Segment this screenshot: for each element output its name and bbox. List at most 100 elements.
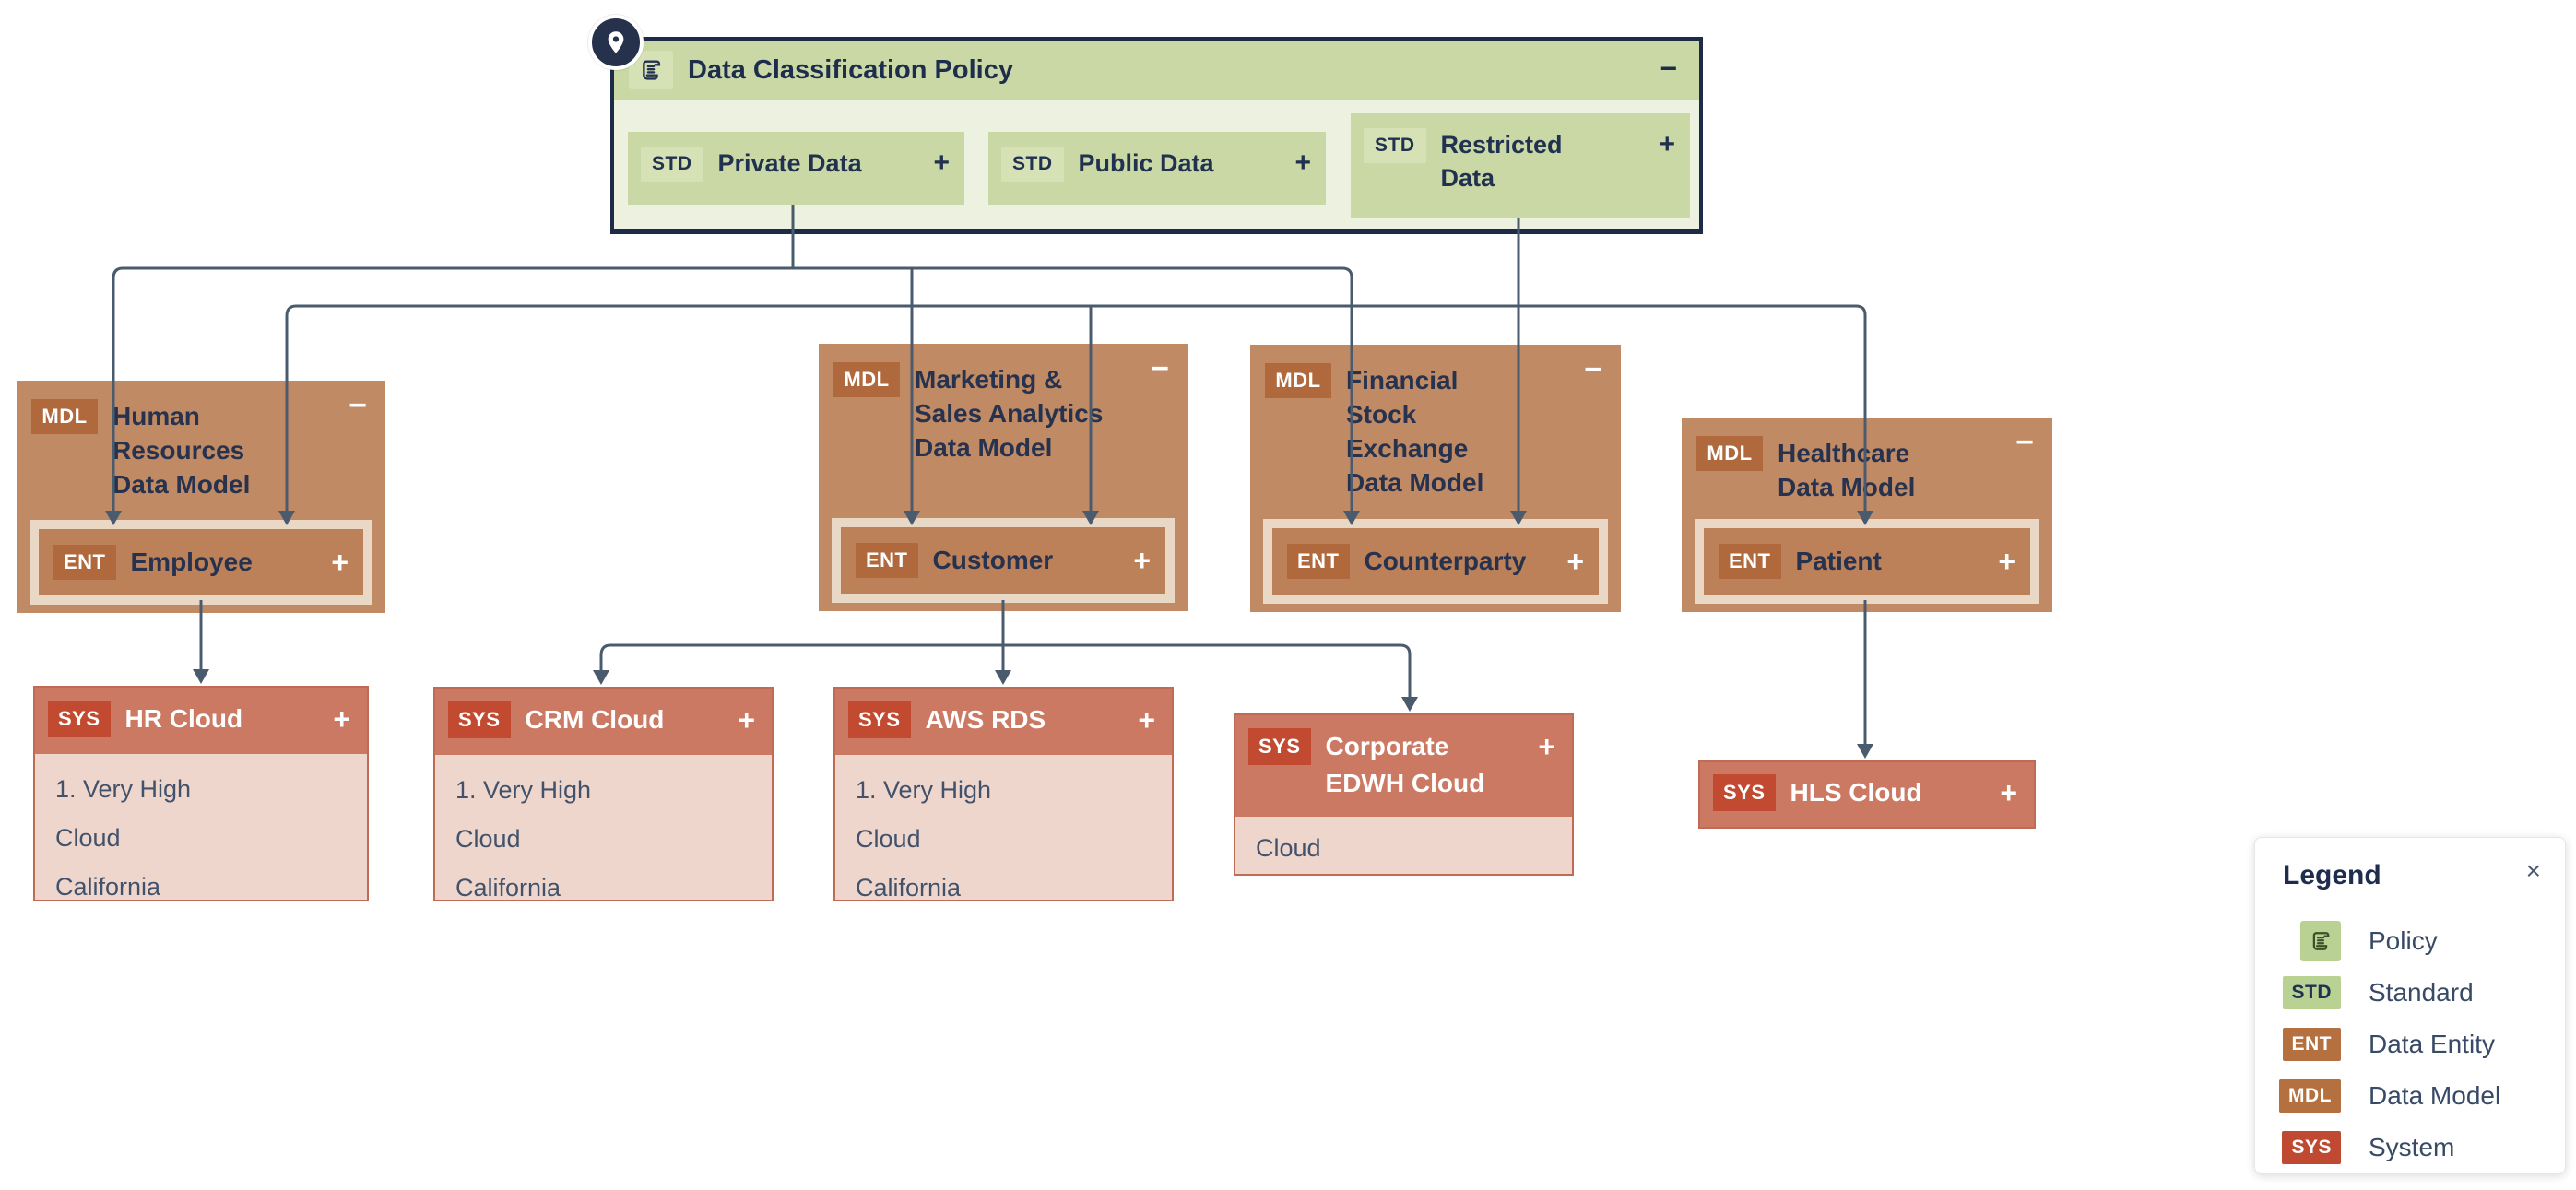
- sys-badge: SYS: [848, 701, 911, 738]
- legend-close-button[interactable]: ×: [2525, 856, 2541, 885]
- attribute-row: Cloud: [455, 825, 521, 853]
- standard-chip-public-data[interactable]: STD Public Data +: [988, 132, 1326, 205]
- std-badge: STD: [2282, 976, 2341, 1009]
- expand-button[interactable]: +: [1659, 129, 1675, 159]
- expand-button[interactable]: +: [1998, 544, 2015, 578]
- expand-button[interactable]: +: [738, 703, 755, 736]
- system-header: SYS HLS Cloud +: [1700, 762, 2034, 827]
- location-pin-icon: [608, 31, 624, 53]
- mdl-badge: MDL: [1696, 436, 1763, 471]
- policy-title: Data Classification Policy: [688, 54, 1013, 85]
- ent-badge: ENT: [856, 543, 918, 578]
- entity-label: Counterparty: [1364, 547, 1527, 575]
- entity-chip-customer[interactable]: ENT Customer +: [841, 527, 1165, 594]
- sys-badge: SYS: [1713, 774, 1776, 811]
- entity-strip: ENT Employee +: [30, 520, 372, 605]
- standard-label: Restricted Data: [1440, 131, 1563, 192]
- attribute-row: Cloud: [856, 825, 921, 853]
- node-hr-cloud-system[interactable]: SYS HR Cloud + 1. Very High Cloud Califo…: [33, 686, 369, 901]
- expand-button[interactable]: +: [933, 147, 950, 178]
- legend-label: Standard: [2369, 978, 2474, 1007]
- collapse-button[interactable]: −: [1584, 352, 1602, 387]
- node-marketing-sales-analytics-data-model[interactable]: MDL Marketing & Sales Analytics Data Mod…: [819, 344, 1188, 611]
- mdl-badge: MDL: [31, 399, 98, 434]
- policy-scroll-icon: [629, 51, 673, 89]
- standard-label: Private Data: [717, 149, 862, 177]
- sys-badge: SYS: [2282, 1131, 2341, 1164]
- legend-item-system: SYS System: [2279, 1125, 2550, 1170]
- legend-item-data-entity: ENT Data Entity: [2279, 1022, 2550, 1066]
- entity-label: Employee: [130, 548, 253, 576]
- system-title: HLS Cloud: [1790, 778, 1922, 807]
- system-title: Corporate EDWH Cloud: [1325, 732, 1485, 797]
- node-financial-stock-exchange-data-model[interactable]: MDL Financial Stock Exchange Data Model …: [1250, 345, 1621, 612]
- pin-marker[interactable]: [588, 15, 644, 70]
- collapse-button[interactable]: −: [1151, 351, 1169, 386]
- ent-badge: ENT: [1719, 544, 1781, 579]
- sys-badge: SYS: [1248, 728, 1311, 765]
- expand-button[interactable]: +: [1133, 543, 1151, 577]
- arrowhead: [193, 669, 209, 684]
- node-human-resources-data-model[interactable]: MDL Human Resources Data Model − ENT Emp…: [17, 381, 385, 613]
- entity-chip-employee[interactable]: ENT Employee +: [39, 529, 363, 595]
- ent-badge: ENT: [1287, 544, 1350, 579]
- entity-chip-counterparty[interactable]: ENT Counterparty +: [1272, 528, 1599, 595]
- node-corporate-edwh-cloud-system[interactable]: SYS Corporate EDWH Cloud + Cloud: [1234, 713, 1574, 876]
- legend-label: Data Entity: [2369, 1030, 2495, 1058]
- policy-collapse-button[interactable]: −: [1660, 52, 1677, 85]
- expand-button[interactable]: +: [333, 702, 350, 736]
- node-healthcare-data-model[interactable]: MDL Healthcare Data Model − ENT Patient …: [1682, 418, 2052, 612]
- entity-label: Customer: [932, 546, 1054, 574]
- entity-chip-patient[interactable]: ENT Patient +: [1704, 528, 2030, 595]
- attribute-row: Cloud: [1256, 834, 1321, 862]
- arrowhead: [995, 670, 1011, 685]
- legend-label: Data Model: [2369, 1081, 2501, 1110]
- system-title: CRM Cloud: [525, 705, 665, 734]
- ent-badge: ENT: [2282, 1028, 2341, 1061]
- model-title: Financial Stock Exchange Data Model: [1346, 366, 1484, 497]
- mdl-badge: MDL: [833, 362, 900, 397]
- standard-chip-restricted-data[interactable]: STD Restricted Data +: [1351, 113, 1690, 218]
- expand-button[interactable]: +: [1138, 703, 1155, 736]
- legend-item-standard: STD Standard: [2279, 971, 2550, 1015]
- expand-button[interactable]: +: [2000, 776, 2017, 809]
- node-crm-cloud-system[interactable]: SYS CRM Cloud + 1. Very High Cloud Calif…: [433, 687, 774, 901]
- node-aws-rds-system[interactable]: SYS AWS RDS + 1. Very High Cloud Califor…: [833, 687, 1174, 901]
- attribute-row: 1. Very High: [455, 776, 592, 804]
- model-title: Marketing & Sales Analytics Data Model: [915, 365, 1104, 462]
- mdl-badge: MDL: [2279, 1079, 2341, 1113]
- expand-button[interactable]: +: [1294, 147, 1311, 178]
- system-title: AWS RDS: [925, 705, 1046, 734]
- sys-badge: SYS: [48, 701, 111, 737]
- standard-label: Public Data: [1078, 149, 1214, 177]
- expand-button[interactable]: +: [331, 545, 349, 579]
- std-badge: STD: [1364, 128, 1426, 163]
- standard-chip-private-data[interactable]: STD Private Data +: [628, 132, 964, 205]
- expand-button[interactable]: +: [1538, 730, 1555, 763]
- entity-label: Patient: [1795, 547, 1882, 575]
- legend-panel: Legend × Policy STD Standard ENT D: [2254, 837, 2566, 1174]
- node-data-classification-policy[interactable]: Data Classification Policy − STD Private…: [610, 37, 1703, 234]
- collapse-button[interactable]: −: [2015, 425, 2034, 460]
- entity-strip: ENT Patient +: [1695, 519, 2039, 604]
- system-header: SYS AWS RDS +: [835, 689, 1172, 755]
- arrowhead: [1401, 697, 1418, 712]
- expand-button[interactable]: +: [1566, 544, 1584, 578]
- system-attributes: 1. Very High Cloud California: [835, 755, 1172, 913]
- legend-item-policy: Policy: [2279, 919, 2550, 963]
- collapse-button[interactable]: −: [349, 388, 367, 423]
- ent-badge: ENT: [53, 545, 116, 580]
- sys-badge: SYS: [448, 701, 511, 738]
- arrowhead: [593, 670, 609, 685]
- legend-item-data-model: MDL Data Model: [2279, 1074, 2550, 1118]
- model-title: Healthcare Data Model: [1778, 439, 1916, 501]
- entity-strip: ENT Counterparty +: [1263, 519, 1608, 604]
- node-hls-cloud-system[interactable]: SYS HLS Cloud +: [1698, 760, 2036, 829]
- system-header: SYS Corporate EDWH Cloud +: [1235, 715, 1572, 817]
- attribute-row: California: [455, 874, 561, 901]
- attribute-row: California: [856, 874, 962, 901]
- legend-title: Legend: [2283, 860, 2381, 890]
- std-badge: STD: [641, 147, 703, 182]
- system-attributes: 1. Very High Cloud California: [435, 755, 772, 913]
